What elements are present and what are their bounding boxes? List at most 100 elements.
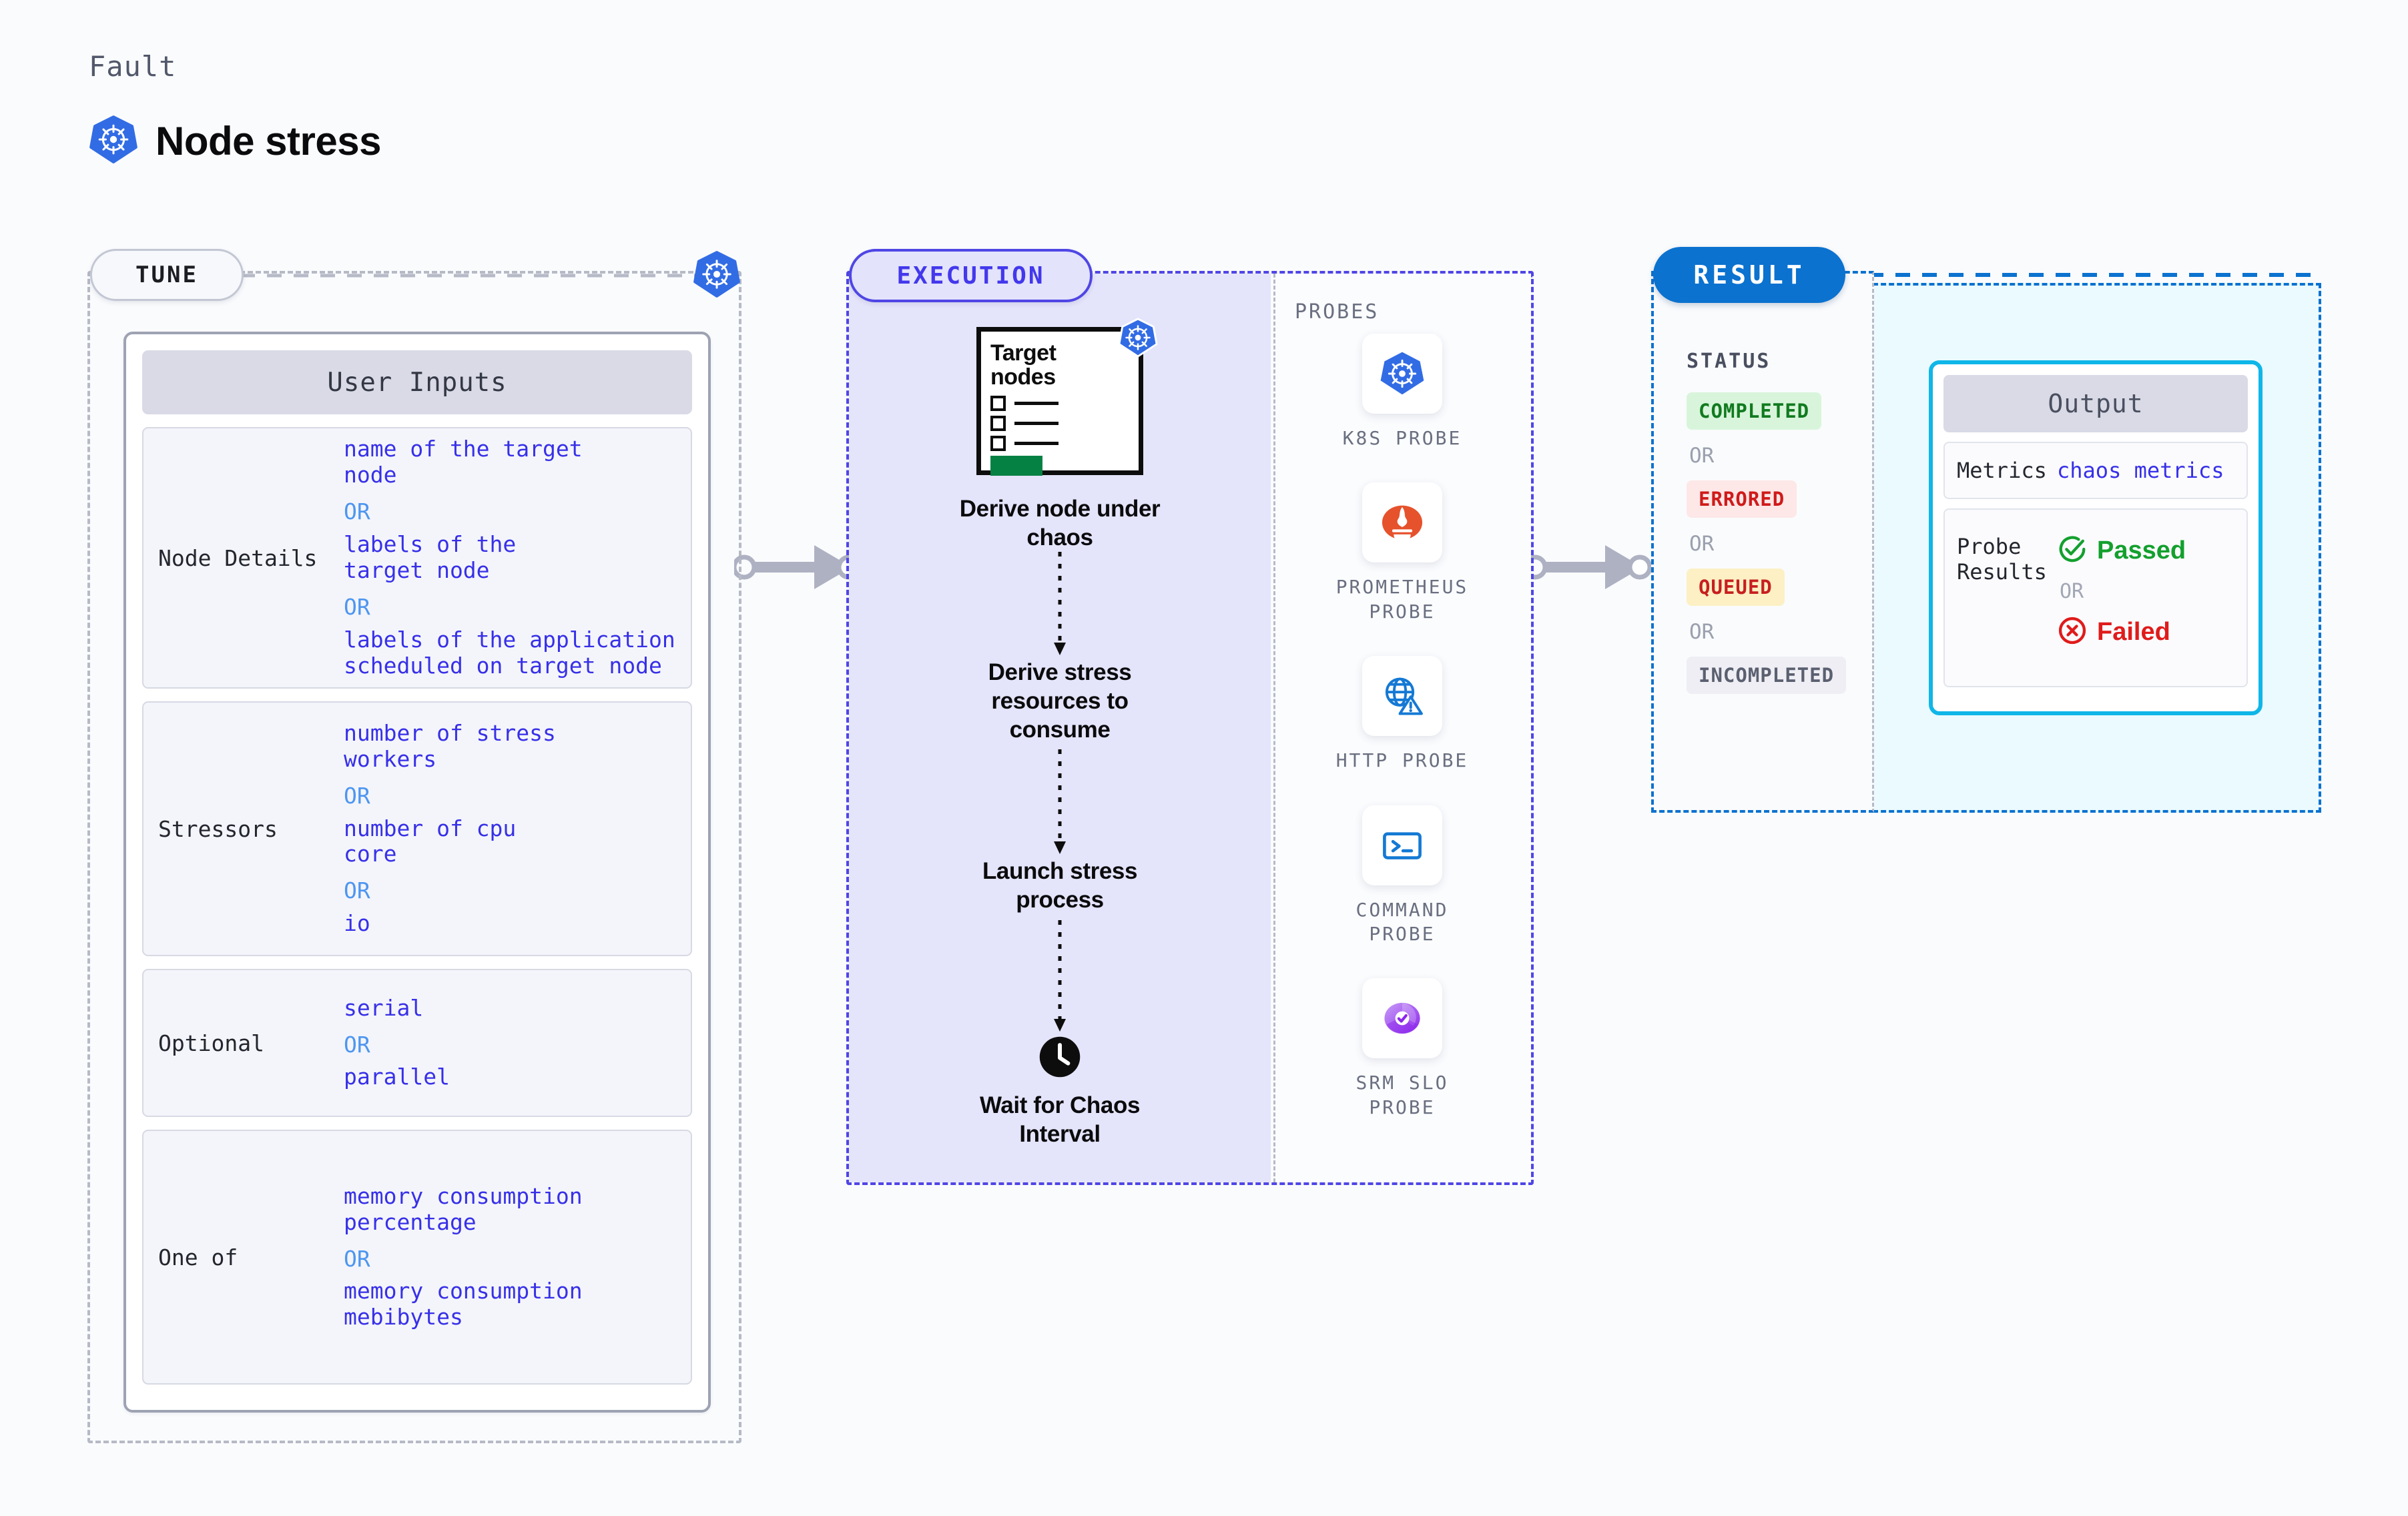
param-option: labels of the application scheduled on t… bbox=[344, 626, 675, 679]
green-status-bar bbox=[990, 456, 1042, 476]
execution-stage-pill[interactable]: EXECUTION bbox=[849, 249, 1093, 302]
probe-item-http[interactable]: HTTP PROBE bbox=[1336, 656, 1469, 773]
result-stage-pill[interactable]: RESULT bbox=[1653, 247, 1845, 303]
execution-step-label: Launch stress process bbox=[982, 858, 1138, 913]
probe-label: COMMAND PROBE bbox=[1356, 898, 1449, 945]
param-or: OR bbox=[344, 593, 370, 620]
kubernetes-icon bbox=[1117, 317, 1159, 362]
status-title: STATUS bbox=[1687, 350, 1771, 373]
user-inputs-title: User Inputs bbox=[142, 350, 692, 414]
execution-step-label: Derive node under chaos bbox=[959, 496, 1161, 550]
srm-slo-probe-icon bbox=[1362, 978, 1442, 1059]
flow-arrow-down bbox=[1054, 919, 1066, 1032]
param-values: number of stress workers OR number of cp… bbox=[344, 715, 691, 943]
status-or: OR bbox=[1689, 620, 1715, 644]
x-circle-icon bbox=[2057, 615, 2088, 649]
tune-header-dashed-line bbox=[240, 274, 701, 278]
http-probe-icon bbox=[1362, 656, 1442, 737]
probes-title: PROBES bbox=[1295, 300, 1380, 324]
param-values: name of the target node OR labels of the… bbox=[344, 430, 691, 685]
param-option: labels of the target node bbox=[344, 531, 517, 583]
param-option: io bbox=[344, 910, 370, 937]
probe-item-prometheus[interactable]: PROMETHEUS PROBE bbox=[1336, 482, 1469, 624]
output-key-probe-results: Probe Results bbox=[1957, 534, 2047, 585]
target-nodes-card: Target nodes bbox=[976, 318, 1158, 476]
execution-flow: Target nodes bbox=[849, 318, 1271, 1148]
param-key: One of bbox=[158, 1244, 238, 1270]
flow-arrow-down bbox=[1054, 552, 1066, 656]
probes-list: K8S PROBE PROMETHEUS PROBE bbox=[1273, 334, 1531, 1120]
param-block-stressors: Stressors number of stress workers OR nu… bbox=[142, 701, 692, 956]
probe-result-values: Passed OR Failed bbox=[2057, 534, 2186, 649]
command-probe-icon bbox=[1362, 805, 1442, 885]
flow-arrow-down bbox=[1054, 749, 1066, 855]
list-item bbox=[990, 416, 1139, 432]
param-option: memory consumption percentage bbox=[344, 1182, 583, 1235]
result-dashed-frame bbox=[1651, 271, 1874, 813]
kubernetes-icon bbox=[89, 115, 138, 167]
kubernetes-probe-icon bbox=[1362, 334, 1442, 414]
result-header-dashed-line bbox=[1842, 273, 2323, 277]
status-badge-queued: QUEUED bbox=[1687, 568, 1785, 606]
probe-result-passed: Passed bbox=[2057, 534, 2186, 568]
tune-stage-pill[interactable]: TUNE bbox=[90, 249, 244, 301]
probe-failed-label: Failed bbox=[2097, 618, 2170, 646]
page-eyebrow: Fault bbox=[89, 50, 177, 83]
probe-label: PROMETHEUS PROBE bbox=[1335, 576, 1469, 623]
checkbox-icon bbox=[990, 416, 1006, 432]
param-values: memory consumption percentage OR memory … bbox=[344, 1178, 691, 1337]
prometheus-probe-icon bbox=[1362, 482, 1442, 563]
probe-result-failed: Failed bbox=[2057, 615, 2186, 649]
param-block-optional: Optional serial OR parallel bbox=[142, 969, 692, 1117]
probe-item-srm-slo[interactable]: SRM SLO PROBE bbox=[1356, 978, 1448, 1120]
param-option: number of cpu core bbox=[344, 815, 517, 867]
target-nodes-label: Target nodes bbox=[990, 340, 1057, 390]
page-title-row: Node stress bbox=[89, 115, 381, 167]
probe-result-or: OR bbox=[2060, 580, 2084, 603]
param-or: OR bbox=[344, 877, 370, 904]
output-title: Output bbox=[1943, 375, 2248, 432]
check-circle-icon bbox=[2057, 534, 2088, 568]
output-row-metrics: Metrics chaos metrics bbox=[1943, 442, 2248, 499]
page-title: Node stress bbox=[156, 119, 381, 163]
placeholder-line bbox=[1014, 402, 1059, 406]
param-or: OR bbox=[344, 498, 370, 525]
param-key: Node Details bbox=[158, 544, 318, 571]
status-badge-completed: COMPLETED bbox=[1687, 392, 1822, 430]
node-checkbox-rows bbox=[990, 396, 1139, 452]
status-or: OR bbox=[1689, 444, 1715, 468]
param-key: Optional bbox=[158, 1030, 264, 1056]
param-block-node-details: Node Details name of the target node OR … bbox=[142, 427, 692, 689]
list-item bbox=[990, 396, 1139, 412]
checkbox-icon bbox=[990, 436, 1006, 452]
probe-label: SRM SLO PROBE bbox=[1356, 1072, 1449, 1118]
status-badge-incompleted: INCOMPLETED bbox=[1687, 657, 1847, 694]
output-key-metrics: Metrics bbox=[1957, 457, 2047, 483]
output-row-probe-results: Probe Results Passed OR bbox=[1943, 508, 2248, 687]
param-option: name of the target node bbox=[344, 436, 583, 488]
output-value-metrics: chaos metrics bbox=[2057, 458, 2224, 483]
execution-step-label: Wait for Chaos Interval bbox=[979, 1092, 1141, 1147]
execution-step-label: Derive stress resources to consume bbox=[988, 659, 1132, 743]
probe-item-k8s[interactable]: K8S PROBE bbox=[1343, 334, 1462, 450]
card-body: Target nodes bbox=[981, 332, 1139, 476]
kubernetes-icon bbox=[693, 250, 741, 302]
tune-dashed-frame bbox=[87, 271, 741, 1443]
probe-label: K8S PROBE bbox=[1342, 427, 1462, 449]
param-or: OR bbox=[344, 782, 370, 809]
placeholder-line bbox=[1014, 422, 1059, 426]
output-card: Output Metrics chaos metrics Probe Resul… bbox=[1929, 360, 2263, 715]
param-values: serial OR parallel bbox=[344, 990, 691, 1097]
arrow-execution-to-result bbox=[1525, 545, 1652, 589]
param-option: number of stress workers bbox=[344, 719, 556, 772]
probe-passed-label: Passed bbox=[2097, 536, 2186, 564]
execution-dashed-frame bbox=[846, 271, 1534, 1185]
clock-icon bbox=[1038, 1035, 1082, 1082]
param-option: memory consumption mebibytes bbox=[344, 1278, 583, 1331]
list-item bbox=[990, 436, 1139, 452]
probe-label: HTTP PROBE bbox=[1335, 749, 1469, 772]
param-option: parallel bbox=[344, 1064, 450, 1090]
placeholder-line bbox=[1014, 442, 1059, 446]
probe-item-command[interactable]: COMMAND PROBE bbox=[1356, 805, 1448, 947]
